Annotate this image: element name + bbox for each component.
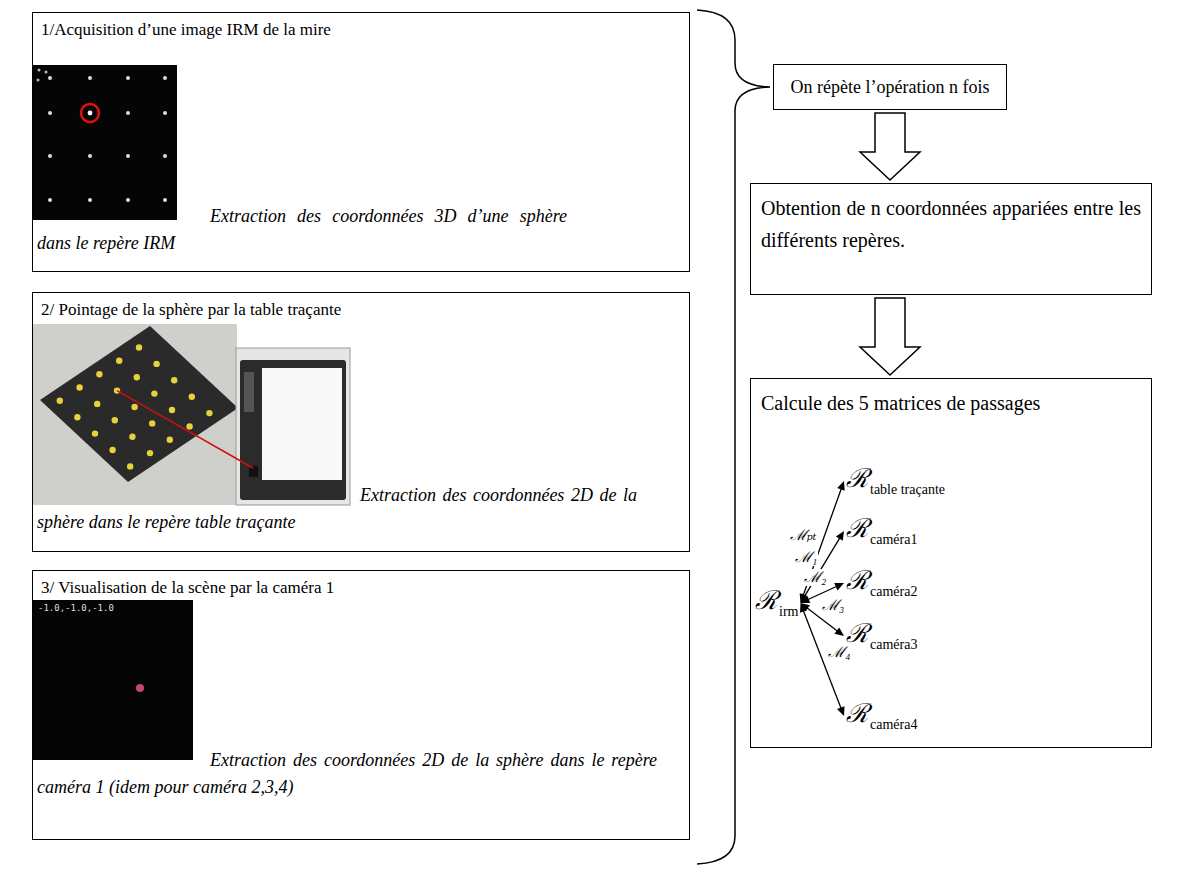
frame-symbol: ℛ xyxy=(846,514,869,544)
frame-node: ℛcaméra3 xyxy=(846,619,917,653)
matrix-label: ℳ₂ xyxy=(803,569,827,586)
frame-symbol: ℛ xyxy=(846,699,869,729)
panel-heading: 1/Acquisition d’une image IRM de la mire xyxy=(41,19,331,41)
hollow-arrow xyxy=(860,298,920,375)
curly-brace xyxy=(697,10,770,864)
arrowhead xyxy=(801,596,811,603)
step-panel: 1/Acquisition d’une image IRM de la mire… xyxy=(32,12,690,272)
frame-subscript: caméra3 xyxy=(870,630,917,660)
process-box: Obtention de n coordonnées appariées ent… xyxy=(750,183,1152,295)
arrowhead xyxy=(837,706,845,716)
panel-caption: Extraction des coordonnées 3D d’une sphè… xyxy=(37,203,567,257)
frame-subscript: irm xyxy=(779,597,798,627)
box-text: On répète l’opération n fois xyxy=(791,75,990,99)
panel-caption: Extraction des coordonnées 2D de la sphè… xyxy=(37,482,637,536)
plotter-photo xyxy=(236,348,350,505)
box-text: Obtention de n coordonnées appariées ent… xyxy=(761,192,1141,256)
matrix-label: ℳ₁ xyxy=(794,549,818,566)
matrix-label: ℳ₄ xyxy=(827,644,851,661)
matrix-label: ℳ₃ xyxy=(821,597,845,614)
arrowhead xyxy=(836,531,844,541)
arrowhead xyxy=(834,627,844,636)
frame-symbol: ℛ xyxy=(846,566,869,596)
arrowhead xyxy=(837,481,845,491)
panel-caption: Extraction des coordonnées 2D de la sphè… xyxy=(37,747,657,801)
matrix-label: ℳₚₜ xyxy=(789,527,818,544)
arrowhead xyxy=(800,603,807,613)
process-box: On répète l’opération n fois xyxy=(773,64,1007,110)
frame-subscript: table traçante xyxy=(870,475,945,505)
hollow-arrow xyxy=(860,113,920,180)
step-panel: 3/ Visualisation de la scène par la camé… xyxy=(32,570,690,840)
frame-node: ℛcaméra4 xyxy=(846,699,917,733)
frame-node: ℛirm xyxy=(755,586,798,620)
step-panel: 2/ Pointage de la sphère par la table tr… xyxy=(32,292,690,552)
frame-symbol: ℛ xyxy=(755,586,778,616)
arrowhead xyxy=(834,583,844,590)
panel-heading: 2/ Pointage de la sphère par la table tr… xyxy=(41,299,341,321)
frame-node: ℛcaméra1 xyxy=(846,514,917,548)
frame-subscript: caméra4 xyxy=(870,710,917,740)
frame-node: ℛcaméra2 xyxy=(846,566,917,600)
frame-subscript: caméra2 xyxy=(870,577,917,607)
camera-image xyxy=(33,600,193,760)
mri-image xyxy=(33,65,177,220)
frame-symbol: ℛ xyxy=(846,464,869,494)
box-text: Calcule des 5 matrices de passages xyxy=(761,387,1141,419)
calibration-plate-photo xyxy=(33,324,238,505)
frame-subscript: caméra1 xyxy=(870,525,917,555)
frame-node: ℛtable traçante xyxy=(846,464,945,498)
panel-heading: 3/ Visualisation de la scène par la camé… xyxy=(41,577,334,599)
screen-readout: -1.0,-1.0,-1.0 xyxy=(38,603,114,614)
pointer-line xyxy=(117,391,253,468)
